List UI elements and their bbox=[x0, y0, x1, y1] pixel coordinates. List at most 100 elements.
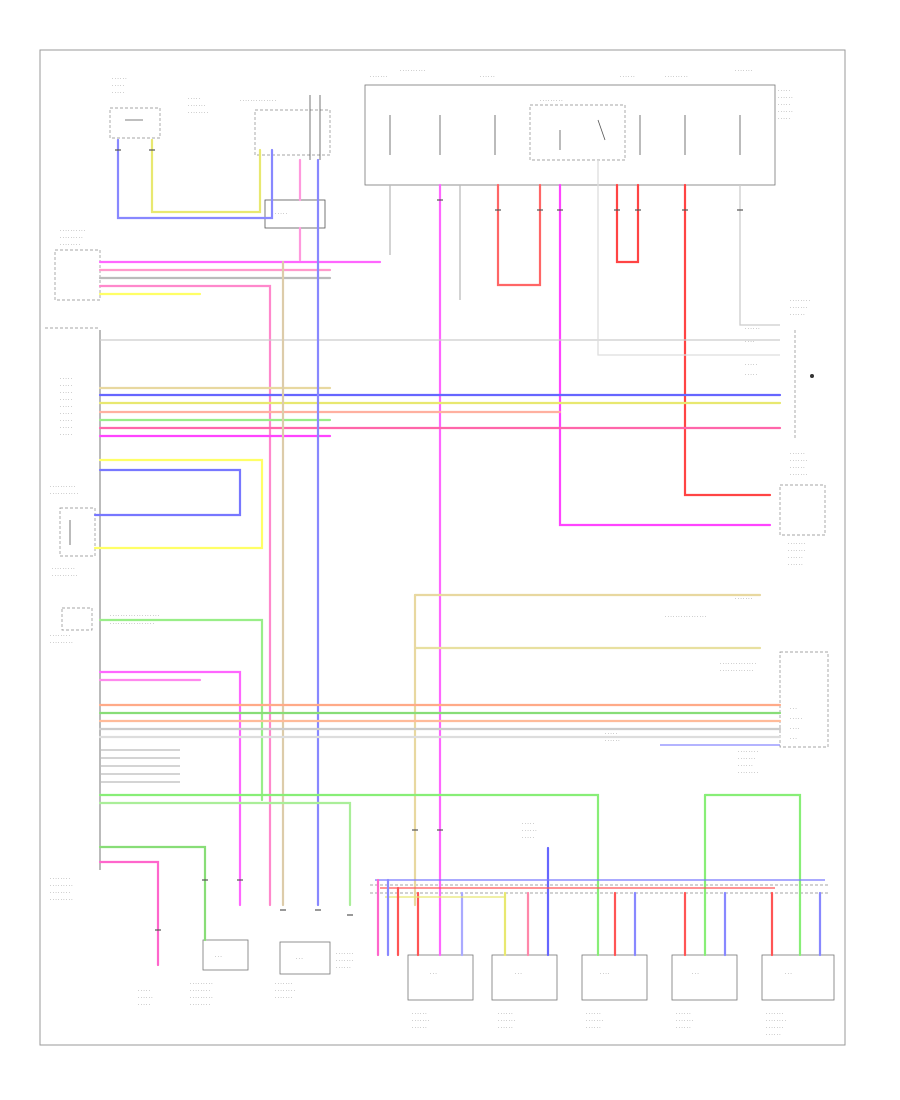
comp-fuse-relay-box: · · · · · · · · · · · · · · · · · · · bbox=[240, 95, 331, 229]
svg-text:· · · · · · · · ·: · · · · · · · · · bbox=[190, 995, 213, 1000]
svg-text:· · · · · · ·: · · · · · · · bbox=[275, 995, 292, 1000]
svg-text:· · · · ·: · · · · · bbox=[745, 372, 757, 377]
wire-red-2 bbox=[615, 183, 640, 264]
svg-text:· · · · ·: · · · · · bbox=[60, 397, 72, 402]
svg-text:· · · · · · · · · ·: · · · · · · · · · · bbox=[52, 573, 77, 578]
connector-ticks bbox=[115, 149, 743, 931]
diagram-frame bbox=[39, 49, 846, 1046]
svg-text:· · · · · · · · · · · · · · ·: · · · · · · · · · · · · · · · · bbox=[665, 614, 706, 619]
wire-green-upper bbox=[98, 618, 264, 802]
svg-text:· · · · · ·: · · · · · · bbox=[738, 763, 753, 768]
svg-text:· · · · · · · ·: · · · · · · · · bbox=[190, 988, 210, 993]
svg-text:· · · · · ·: · · · · · · bbox=[790, 451, 805, 456]
svg-text:· · · · · ·: · · · · · · bbox=[778, 95, 793, 100]
svg-text:· · · · · · ·: · · · · · · · bbox=[735, 596, 752, 601]
svg-text:· · · · ·: · · · · · bbox=[60, 432, 72, 437]
wire-gray-blower bbox=[739, 185, 780, 326]
svg-text:· · · · · · ·: · · · · · · · bbox=[336, 958, 353, 963]
svg-text:· · · · · · · · ·: · · · · · · · · · bbox=[50, 883, 73, 888]
svg-text:· · · · ·: · · · · · bbox=[778, 102, 790, 107]
svg-text:· · · · · · · · ·: · · · · · · · · · bbox=[665, 74, 688, 79]
wire-recirc-yellow bbox=[93, 458, 264, 550]
svg-text:· · · · · ·: · · · · · · bbox=[586, 1025, 601, 1030]
comp-bottom-sensor-1: · · · · · · · · · · · · · · · · bbox=[138, 988, 153, 1007]
svg-text:· · · · ·: · · · · · bbox=[778, 116, 790, 121]
svg-text:· · · · · · ·: · · · · · · · bbox=[586, 1018, 603, 1023]
comp-actuator-3: · · · · · · · · · · · · · · · · · · · · … bbox=[581, 954, 648, 1030]
comp-relay-cluster: · · · · · · · · · · · · · · · · · · · · … bbox=[54, 228, 101, 301]
svg-text:· · · · · · · ·: · · · · · · · · bbox=[738, 749, 758, 754]
comp-compressor-switch: · · · · · · · · · · · · · · · · · · · · bbox=[188, 96, 208, 115]
svg-text:· · · · · ·: · · · · · · bbox=[605, 738, 620, 743]
wire-recirc-blue bbox=[93, 468, 242, 517]
comp-actuator-5: · · · · · · · · · · · · · · · · · · · · … bbox=[761, 954, 835, 1037]
svg-text:· · · · · ·: · · · · · · bbox=[498, 1011, 513, 1016]
svg-text:· · · · ·: · · · · · bbox=[522, 835, 534, 840]
svg-text:· · · · · · · ·: · · · · · · · · bbox=[188, 110, 208, 115]
svg-text:· · · · · · ·: · · · · · · · bbox=[412, 1018, 429, 1023]
svg-text:· · · · ·: · · · · · bbox=[522, 821, 534, 826]
comp-actuator-4: · · · · · · · · · · · · · · · · · · · · … bbox=[671, 954, 738, 1030]
svg-text:· · · · · · ·: · · · · · · · bbox=[188, 103, 205, 108]
svg-text:· · · · ·: · · · · · bbox=[778, 88, 790, 93]
wire-red-3 bbox=[683, 183, 772, 497]
svg-text:· · ·: · · · bbox=[215, 954, 222, 959]
svg-text:· · · · · · · ·: · · · · · · · · bbox=[50, 890, 70, 895]
wire-gray-stubs bbox=[100, 749, 180, 783]
svg-text:· · · · · · · ·: · · · · · · · · bbox=[50, 876, 70, 881]
svg-text:· · · · ·: · · · · · bbox=[60, 390, 72, 395]
svg-text:· · · · ·: · · · · · bbox=[138, 988, 150, 993]
svg-text:· · · · · ·: · · · · · · bbox=[766, 1032, 781, 1037]
svg-text:· · · · · · ·: · · · · · · · bbox=[788, 548, 805, 553]
svg-text:· · · · · ·: · · · · · · bbox=[412, 1011, 427, 1016]
comp-bottom-sensor-2: · · · · · · · · · · · · · · · · · · · · … bbox=[190, 939, 249, 1007]
svg-text:· · · · · · ·: · · · · · · · bbox=[735, 68, 752, 73]
svg-text:· · · · · · · · ·: · · · · · · · · · bbox=[50, 640, 73, 645]
comp-temp-sensor-panel: · · · · · · · · · · · · · · · · · · · · … bbox=[50, 607, 159, 645]
svg-text:· · · · · · · ·: · · · · · · · · bbox=[190, 1002, 210, 1007]
comp-electronic-blower: · · · · · · · · · · · · · · · · · · · · … bbox=[665, 596, 752, 619]
svg-text:· · · · ·: · · · · · bbox=[60, 404, 72, 409]
svg-text:· · · · · · · ·: · · · · · · · · bbox=[766, 1018, 786, 1023]
svg-text:· · · · · · ·: · · · · · · · bbox=[370, 74, 387, 79]
svg-text:· · · · · · · · · ·: · · · · · · · · · · bbox=[60, 228, 85, 233]
svg-text:· · · · · ·: · · · · · · bbox=[498, 1025, 513, 1030]
comp-bottom-sensor-4: · · · · · · · · · · · · · · · · · · · · bbox=[336, 951, 353, 970]
svg-text:· · · · · · ·: · · · · · · · bbox=[766, 1025, 783, 1030]
svg-text:· · · · ·: · · · · · bbox=[745, 362, 757, 367]
svg-text:· · ·: · · · bbox=[296, 956, 303, 961]
svg-text:· · · · · · · · ·: · · · · · · · · · bbox=[52, 566, 75, 571]
svg-text:· · · · · · ·: · · · · · · · bbox=[336, 951, 353, 956]
svg-text:· · · · · ·: · · · · · · bbox=[778, 109, 793, 114]
svg-text:· · · · · · ·: · · · · · · · bbox=[790, 305, 807, 310]
svg-text:· · · · · · ·: · · · · · · · bbox=[738, 756, 755, 761]
svg-text:· · · · · ·: · · · · · · bbox=[522, 828, 537, 833]
svg-text:· · · · · · · ·: · · · · · · · · bbox=[60, 242, 80, 247]
svg-text:· · · · · · · · ·: · · · · · · · · · bbox=[190, 981, 213, 986]
svg-text:· · · · ·: · · · · · bbox=[60, 425, 72, 430]
svg-text:· · · · ·: · · · · · bbox=[60, 418, 72, 423]
comp-bottom-sensor-3: · · · · · · · · · · · · · · · · · · · · … bbox=[275, 941, 331, 1000]
svg-text:· · · · · ·: · · · · · · bbox=[790, 312, 805, 317]
svg-text:· · · · · · · · · · · · · ·: · · · · · · · · · · · · · · bbox=[720, 661, 756, 666]
svg-text:· · · · · ·: · · · · · · bbox=[586, 1011, 601, 1016]
wire-green-low-2 bbox=[98, 801, 352, 907]
svg-text:· · · · · · · · · ·: · · · · · · · · · · bbox=[400, 68, 425, 73]
svg-text:· · · · · ·: · · · · · · bbox=[138, 995, 153, 1000]
comp-outside-sensor: · · · · · · · · · · · · · · · · · · · · … bbox=[779, 451, 826, 567]
comp-actuator-2: · · · · · · · · · · · · · · · · · · · · … bbox=[491, 821, 558, 1030]
svg-text:· · · · ·: · · · · · bbox=[138, 1002, 150, 1007]
wire-sensor1-magenta bbox=[98, 860, 160, 967]
svg-text:· · · · · ·: · · · · · · bbox=[790, 465, 805, 470]
comp-actuator-1: · · · · · · · · · · · · · · · · · · · · … bbox=[407, 954, 474, 1030]
svg-text:· · · · · ·: · · · · · · bbox=[788, 555, 803, 560]
wire-magenta-low bbox=[98, 670, 242, 907]
svg-text:· · ·: · · · bbox=[790, 706, 797, 711]
svg-text:· · · · · ·: · · · · · · bbox=[620, 74, 635, 79]
svg-text:· · · · · · ·: · · · · · · · bbox=[790, 458, 807, 463]
svg-text:· · · · · · · ·: · · · · · · · · bbox=[790, 298, 810, 303]
svg-text:· · · · · · · · · · · · · · ·: · · · · · · · · · · · · · · · · · bbox=[110, 621, 154, 626]
svg-text:· · · · · · · · ·: · · · · · · · · · bbox=[60, 235, 83, 240]
wire-sensor-yellow bbox=[150, 138, 262, 214]
